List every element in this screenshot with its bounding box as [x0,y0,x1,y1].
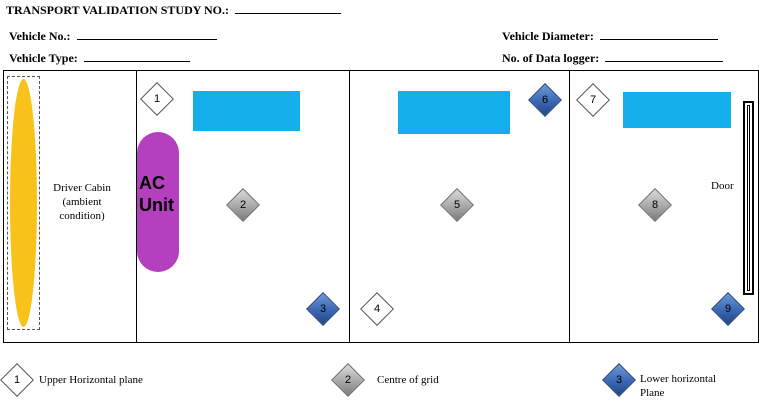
grid-section-3 [569,70,759,343]
air-vent-3 [623,92,731,128]
vehicle-type-field: Vehicle Type: [9,50,190,66]
legend-upper-label: Upper Horizontal plane [39,374,143,386]
study-number-blank[interactable] [234,2,341,14]
logger-number: 8 [651,199,659,211]
logger-number: 3 [319,303,327,315]
air-vent-1 [193,91,300,131]
legend-centre-label: Centre of grid [377,374,439,386]
legend-centre-number: 2 [344,374,352,386]
legend-lower-number: 3 [615,374,623,386]
data-logger-blank[interactable] [605,50,724,62]
vehicle-no-blank[interactable] [76,28,217,40]
study-number-field: TRANSPORT VALIDATION STUDY NO.: [6,2,341,18]
ac-unit-shape [137,132,179,272]
driver-cabin-frame [7,76,40,330]
study-number-label: TRANSPORT VALIDATION STUDY NO.: [6,3,229,17]
logger-number: 7 [589,94,597,106]
logger-number: 2 [239,199,247,211]
door-shape [743,101,754,295]
legend-lower-label: Lower horizontal Plane [640,373,717,399]
vehicle-diameter-field: Vehicle Diameter: [502,28,718,44]
vehicle-no-label: Vehicle No.: [9,29,71,43]
data-logger-field: No. of Data logger: [502,50,724,66]
door-label: Door [711,180,734,192]
driver-cabin-label: Driver Cabin (ambient condition) [53,182,111,222]
door-inner-line [747,105,750,291]
ac-unit-label: AC Unit [139,173,174,215]
logger-number: 6 [541,94,549,106]
vehicle-type-blank[interactable] [83,50,190,62]
vehicle-type-label: Vehicle Type: [9,51,78,65]
vehicle-no-field: Vehicle No.: [9,28,217,44]
vehicle-diameter-label: Vehicle Diameter: [502,29,594,43]
vehicle-diameter-blank[interactable] [599,28,718,40]
logger-number: 9 [724,303,732,315]
logger-number: 1 [153,93,161,105]
driver-cabin-shape [10,79,37,327]
data-logger-label: No. of Data logger: [502,51,600,65]
logger-number: 4 [373,303,381,315]
legend-upper-number: 1 [13,374,21,386]
air-vent-2 [398,91,510,134]
logger-number: 5 [453,199,461,211]
